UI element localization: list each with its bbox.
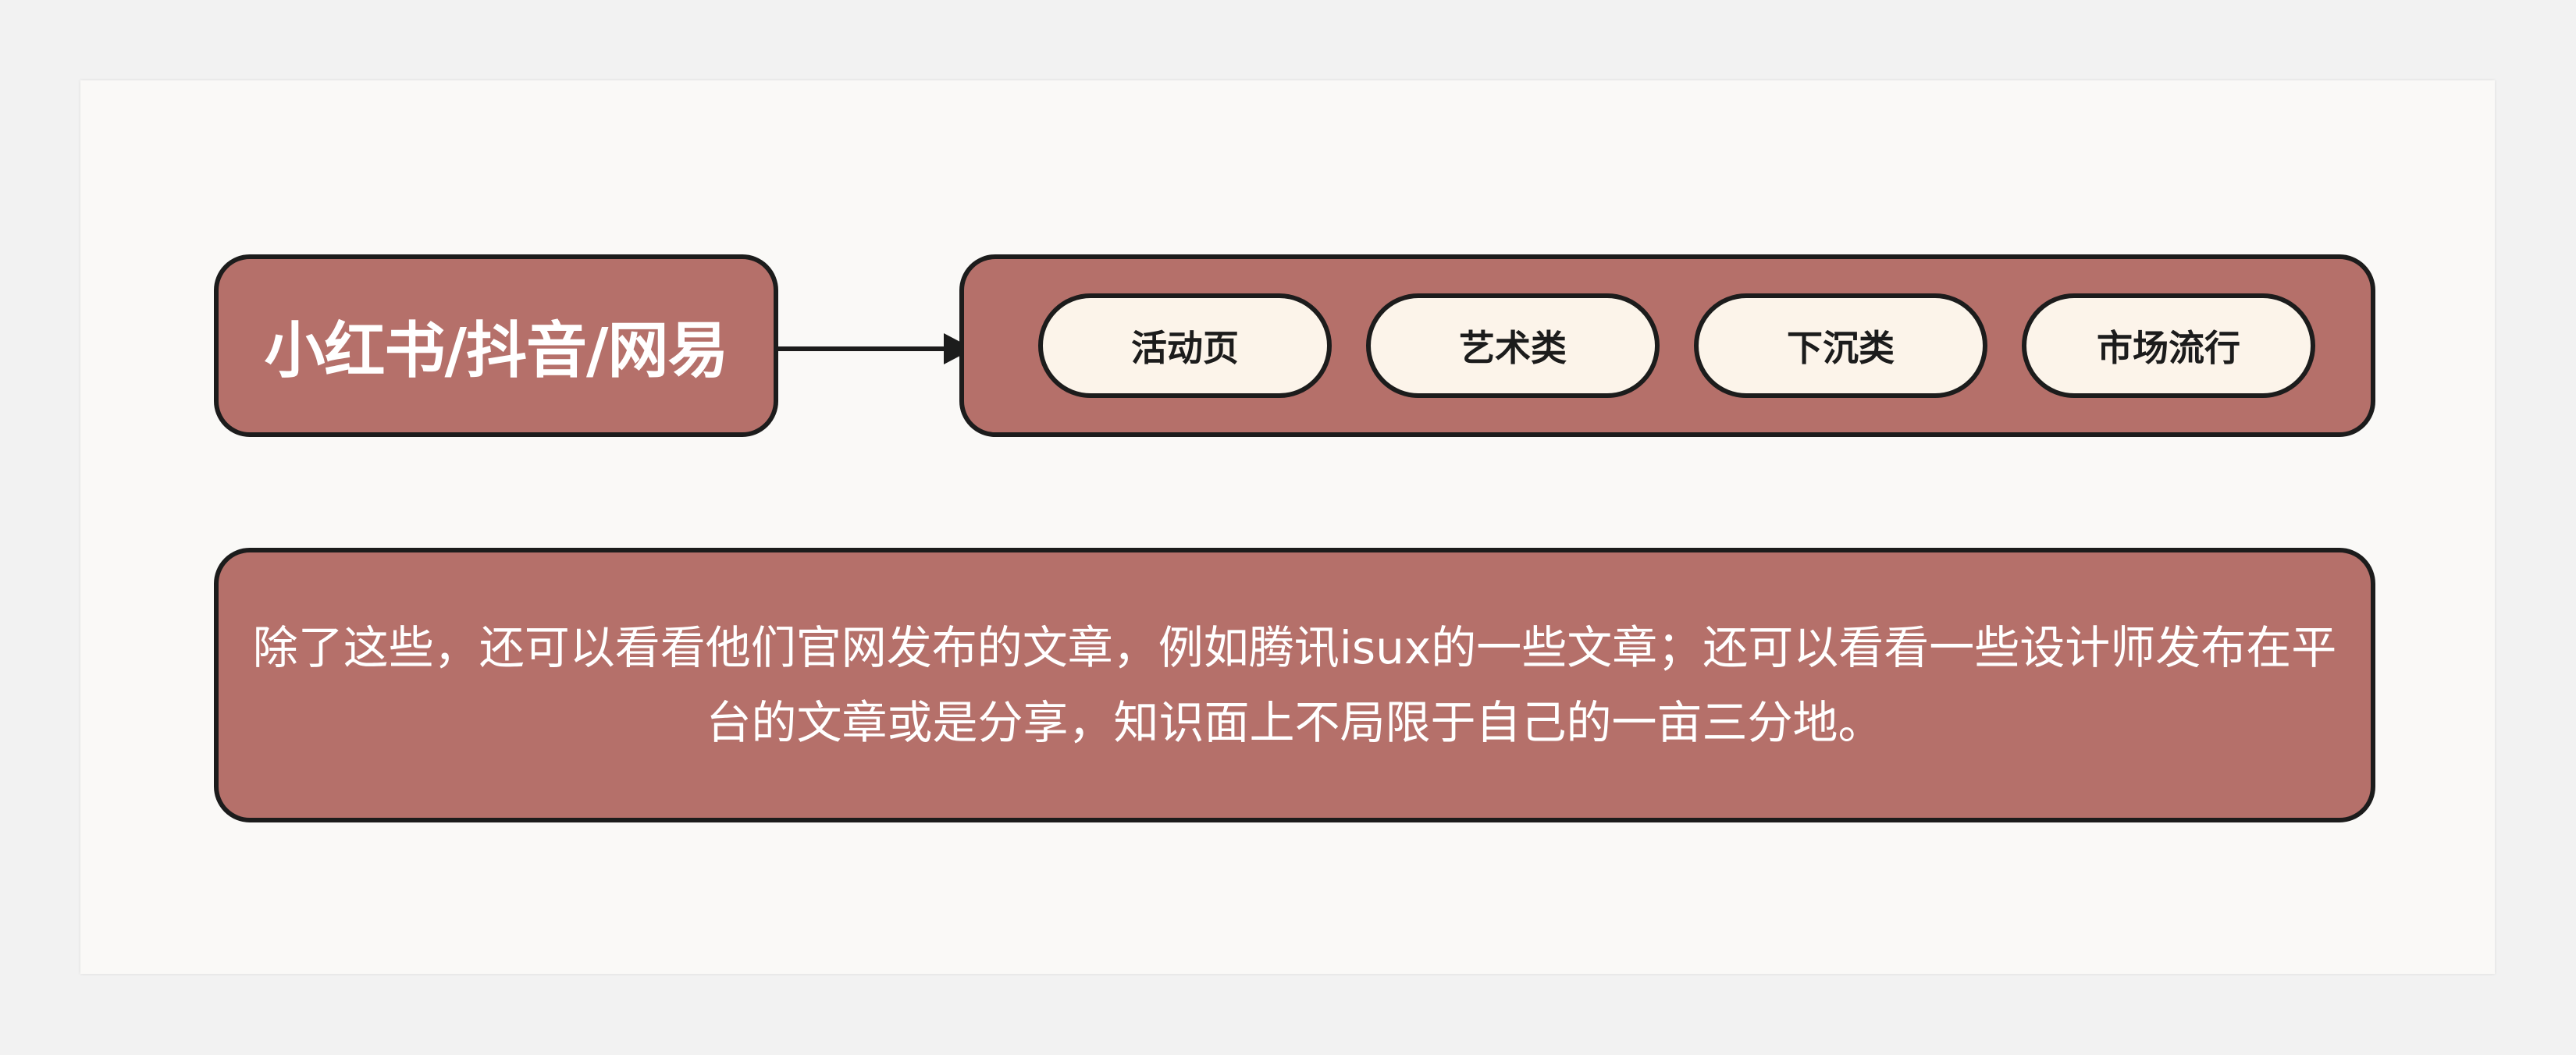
- category-pill: 下沉类: [1694, 293, 1987, 398]
- category-group: 活动页 艺术类 下沉类 市场流行: [959, 254, 2375, 437]
- source-node: 小红书/抖音/网易: [214, 254, 778, 437]
- note-node: 除了这些，还可以看看他们官网发布的文章，例如腾讯isux的一些文章；还可以看看一…: [214, 548, 2375, 822]
- category-pill: 艺术类: [1366, 293, 1660, 398]
- category-label: 艺术类: [1459, 327, 1567, 369]
- category-pill: 市场流行: [2022, 293, 2315, 398]
- connector-arrow: [778, 333, 973, 364]
- category-label: 市场流行: [2097, 327, 2240, 369]
- source-label: 小红书/抖音/网易: [264, 316, 729, 386]
- diagram-canvas: 小红书/抖音/网易 活动页 艺术类 下沉类 市场流行 除了这些，还可以看看他们官…: [80, 80, 2495, 974]
- category-pill: 活动页: [1038, 293, 1332, 398]
- category-label: 活动页: [1131, 327, 1239, 369]
- category-label: 下沉类: [1787, 327, 1895, 369]
- note-text: 除了这些，还可以看看他们官网发布的文章，例如腾讯isux的一些文章；还可以看看一…: [252, 621, 2337, 749]
